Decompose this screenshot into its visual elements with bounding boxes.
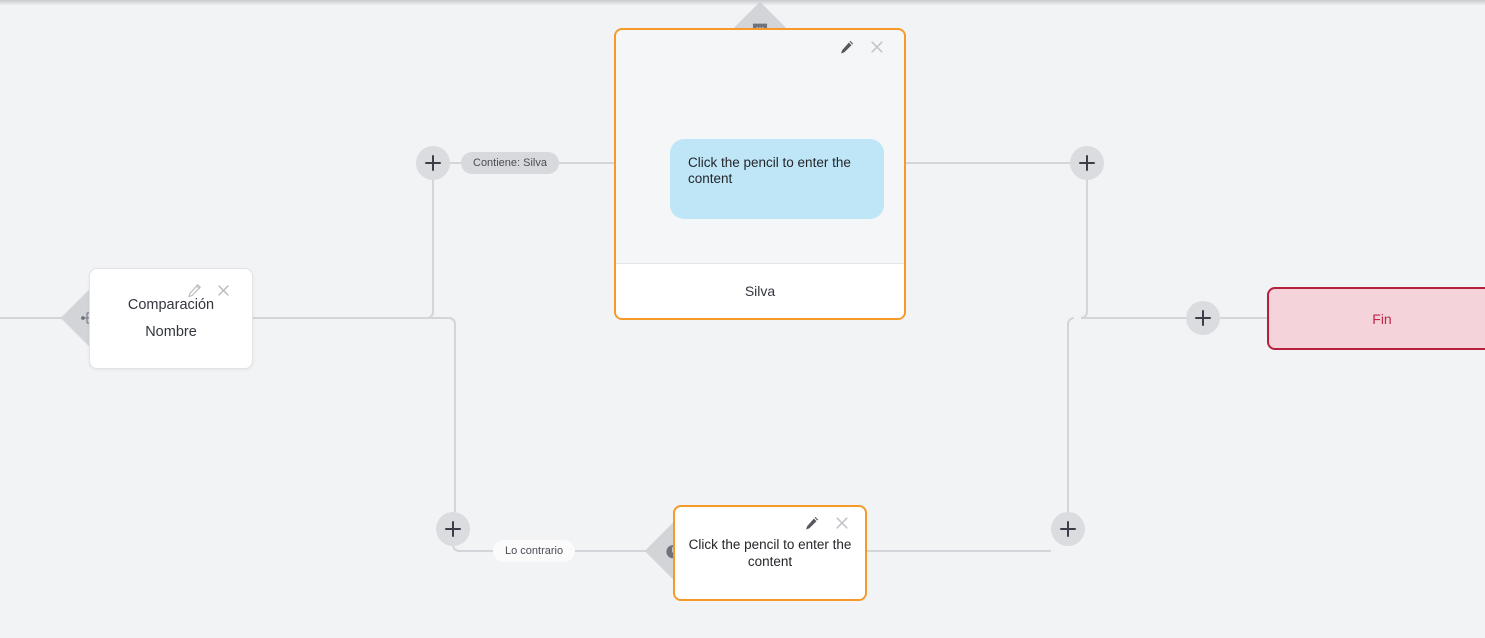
edge-label-text: Lo contrario (505, 545, 564, 557)
add-node-button-bottom-left[interactable] (436, 512, 470, 546)
add-node-button-top-left[interactable] (416, 146, 450, 180)
pencil-icon[interactable] (804, 515, 820, 531)
comparison-node-title: Comparación (127, 297, 215, 313)
plus-icon (1195, 310, 1211, 326)
edge-label-lo-contrario[interactable]: Lo contrario (493, 540, 576, 562)
plus-icon (445, 521, 461, 537)
message-bubble-text: Click the pencil to enter the content (688, 155, 851, 187)
pencil-icon[interactable] (839, 39, 855, 55)
add-node-button-before-end[interactable] (1186, 301, 1220, 335)
message-node-footer: Silva (616, 263, 904, 318)
close-icon[interactable] (834, 515, 850, 531)
end-node-label: Fin (1372, 310, 1392, 327)
add-node-button-top-right[interactable] (1070, 146, 1104, 180)
pencil-icon[interactable] (187, 283, 202, 298)
add-node-button-bottom-right[interactable] (1051, 512, 1085, 546)
close-icon[interactable] (216, 283, 231, 298)
plus-icon (1079, 155, 1095, 171)
end-node[interactable]: Fin (1267, 287, 1485, 350)
message-node[interactable]: Click the pencil to enter the content Si… (614, 28, 906, 320)
delay-node-actions (804, 515, 850, 531)
message-content-bubble[interactable]: Click the pencil to enter the content (670, 139, 884, 219)
delay-node[interactable]: Click the pencil to enter the content (673, 505, 867, 601)
comparison-node-actions (187, 283, 231, 298)
edge-label-text: Contiene: Silva (473, 157, 547, 169)
delay-node-text: Click the pencil to enter the content (688, 537, 852, 569)
plus-icon (425, 155, 441, 171)
message-footer-label: Silva (744, 283, 776, 299)
comparison-node[interactable]: Comparación Nombre (89, 268, 253, 369)
message-node-body: Click the pencil to enter the content (616, 30, 904, 264)
message-node-actions (839, 39, 885, 55)
comparison-node-subtitle: Nombre (145, 324, 197, 340)
toolbar-edge-strip (0, 0, 1485, 5)
close-icon[interactable] (869, 39, 885, 55)
edge-label-contiene[interactable]: Contiene: Silva (461, 152, 559, 174)
plus-icon (1060, 521, 1076, 537)
